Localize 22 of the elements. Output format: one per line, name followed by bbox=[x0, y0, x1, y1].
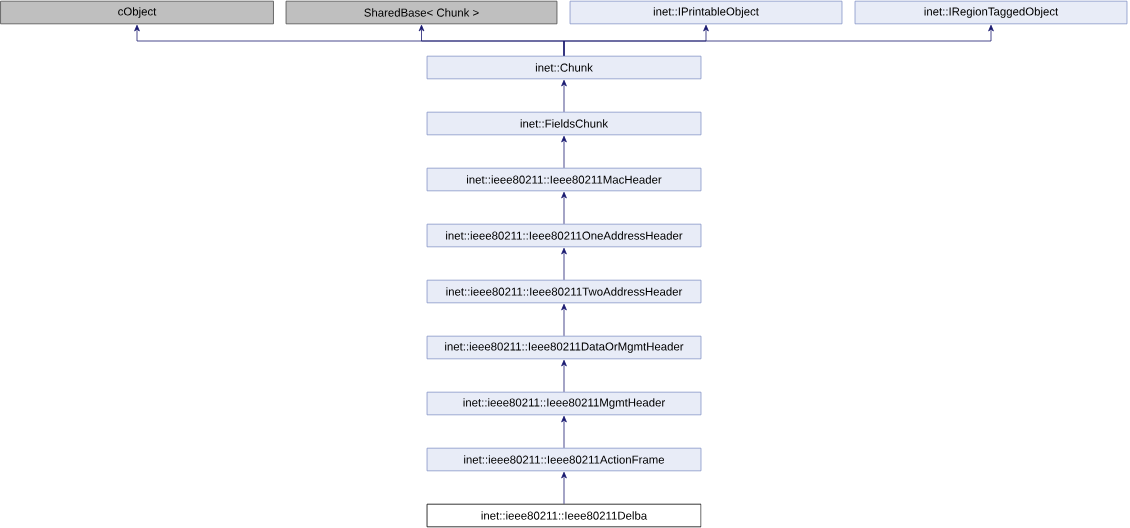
class-box: inet::IRegionTaggedObject bbox=[854, 0, 1128, 25]
inheritance-arrow bbox=[561, 191, 567, 225]
class-box: inet::ieee80211::Ieee80211MacHeader bbox=[426, 167, 702, 192]
inheritance-arrow bbox=[561, 303, 567, 337]
class-box: inet::ieee80211::Ieee80211TwoAddressHeader bbox=[426, 279, 702, 304]
inheritance-arrow bbox=[561, 359, 567, 393]
inheritance-arrow bbox=[561, 135, 567, 169]
inheritance-arrow bbox=[561, 247, 567, 281]
class-box: inet::ieee80211::Ieee80211DataOrMgmtHeader bbox=[426, 335, 702, 360]
inheritance-arrow bbox=[561, 79, 567, 113]
inheritance-arrow bbox=[563, 24, 994, 57]
inheritance-arrow bbox=[561, 471, 567, 505]
class-box: inet::ieee80211::Ieee80211MgmtHeader bbox=[426, 391, 702, 416]
class-box: inet::ieee80211::Ieee80211Delba bbox=[426, 503, 702, 528]
class-box: cObject bbox=[0, 0, 274, 25]
class-box: inet::Chunk bbox=[426, 55, 702, 80]
class-box: inet::ieee80211::Ieee80211ActionFrame bbox=[426, 447, 702, 472]
class-box: inet::ieee80211::Ieee80211OneAddressHeader bbox=[426, 223, 702, 248]
class-box: inet::FieldsChunk bbox=[426, 111, 702, 136]
class-box: SharedBase< Chunk > bbox=[285, 0, 558, 25]
class-box: inet::IPrintableObject bbox=[569, 0, 843, 25]
inheritance-arrow bbox=[561, 415, 567, 449]
